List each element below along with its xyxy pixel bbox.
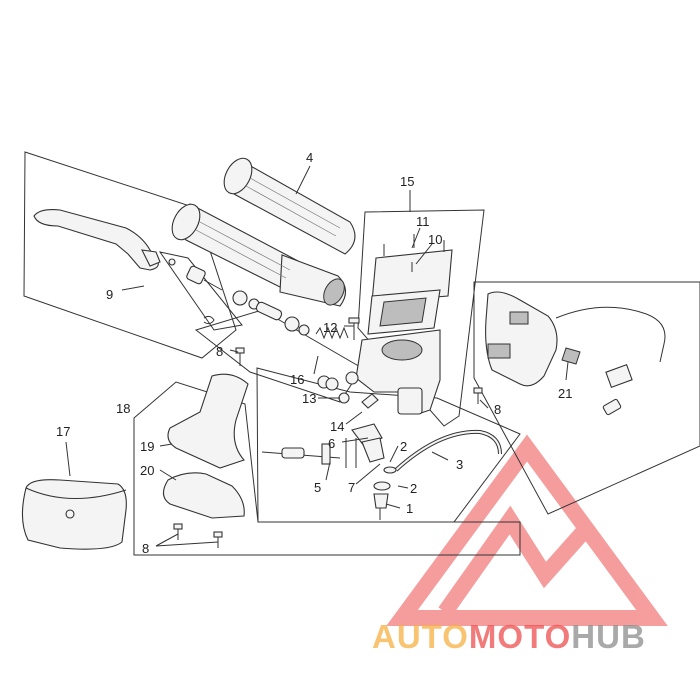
label-4: 4 xyxy=(306,150,313,165)
callout-labels: 4 15 11 10 9 12 8 16 13 18 8 21 14 17 6 … xyxy=(56,150,572,556)
lever-pivot-parts xyxy=(186,265,260,325)
label-17: 17 xyxy=(56,424,70,439)
label-20: 20 xyxy=(140,463,154,478)
piston-spring xyxy=(255,301,349,391)
lever-covers xyxy=(162,373,249,519)
cap-screws xyxy=(383,234,445,272)
label-14: 14 xyxy=(330,419,344,434)
watermark-hub: HUB xyxy=(571,618,646,655)
label-2-upper: 2 xyxy=(400,439,407,454)
label-6: 6 xyxy=(328,436,335,451)
label-5: 5 xyxy=(314,480,321,495)
label-8-bottom: 8 xyxy=(142,541,149,556)
label-9: 9 xyxy=(106,287,113,302)
label-3: 3 xyxy=(456,457,463,472)
label-12: 12 xyxy=(323,320,337,335)
label-8-top: 8 xyxy=(216,344,223,359)
label-18: 18 xyxy=(116,401,130,416)
watermark-text: AUTOMOTOHUB xyxy=(372,618,646,655)
small-fasteners xyxy=(338,317,385,463)
brake-switch-parts xyxy=(261,438,357,468)
cover-bag xyxy=(21,479,127,550)
group-outlines xyxy=(23,151,700,556)
label-1: 1 xyxy=(406,501,413,516)
logo-m-stroke xyxy=(438,505,591,617)
switch-housing xyxy=(485,291,666,416)
label-15: 15 xyxy=(400,174,414,189)
master-cylinder xyxy=(345,234,453,415)
label-16: 16 xyxy=(290,372,304,387)
logo-outer-triangle xyxy=(386,434,668,626)
screws-8 xyxy=(173,347,483,548)
watermark-moto: MOTO xyxy=(469,618,571,655)
label-11: 11 xyxy=(416,214,430,229)
watermark-auto: AUTO xyxy=(372,618,469,655)
handlebar-grips xyxy=(171,157,356,307)
label-21: 21 xyxy=(558,386,572,401)
label-2-lower: 2 xyxy=(410,481,417,496)
label-10: 10 xyxy=(428,232,442,247)
leader-lines xyxy=(65,165,569,547)
label-7: 7 xyxy=(348,480,355,495)
watermark-logo xyxy=(386,434,668,626)
brake-hose xyxy=(373,429,502,520)
label-13: 13 xyxy=(302,391,316,406)
label-8-right: 8 xyxy=(494,402,501,417)
label-19: 19 xyxy=(140,439,154,454)
brake-lever xyxy=(33,209,176,271)
